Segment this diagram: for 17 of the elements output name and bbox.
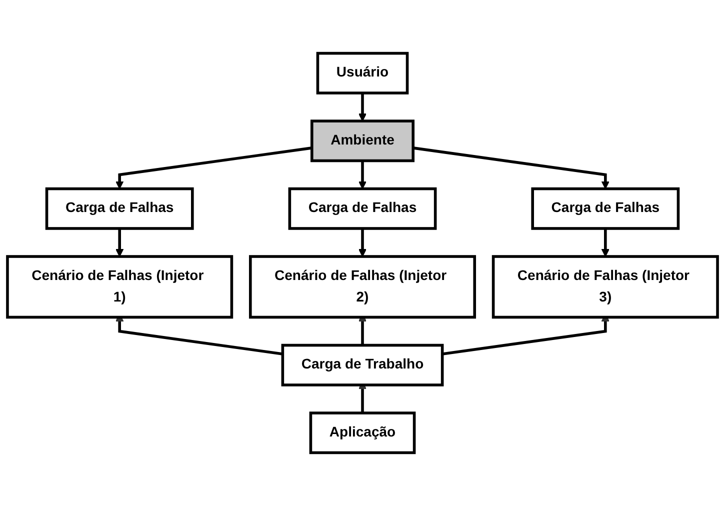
arrow xyxy=(601,228,610,257)
node-box: Carga de Falhas xyxy=(531,187,680,230)
node-box: Usuário xyxy=(316,52,409,94)
arrow xyxy=(358,228,367,257)
node-box: Aplicação xyxy=(309,412,416,454)
node-box: Ambiente xyxy=(310,120,415,162)
arrow xyxy=(358,160,367,190)
arrow xyxy=(358,93,367,122)
node-box: Cenário de Falhas (Injetor 3) xyxy=(492,255,719,319)
arrow xyxy=(412,146,610,190)
node-box: Cenário de Falhas (Injetor 2) xyxy=(248,255,476,319)
node-box: Carga de Falhas xyxy=(288,187,437,230)
arrow xyxy=(115,228,124,257)
arrow xyxy=(115,146,312,190)
node-box: Cenário de Falhas (Injetor 1) xyxy=(6,255,234,319)
node-box: Carga de Trabalho xyxy=(281,344,444,386)
node-box: Carga de Falhas xyxy=(45,187,194,230)
